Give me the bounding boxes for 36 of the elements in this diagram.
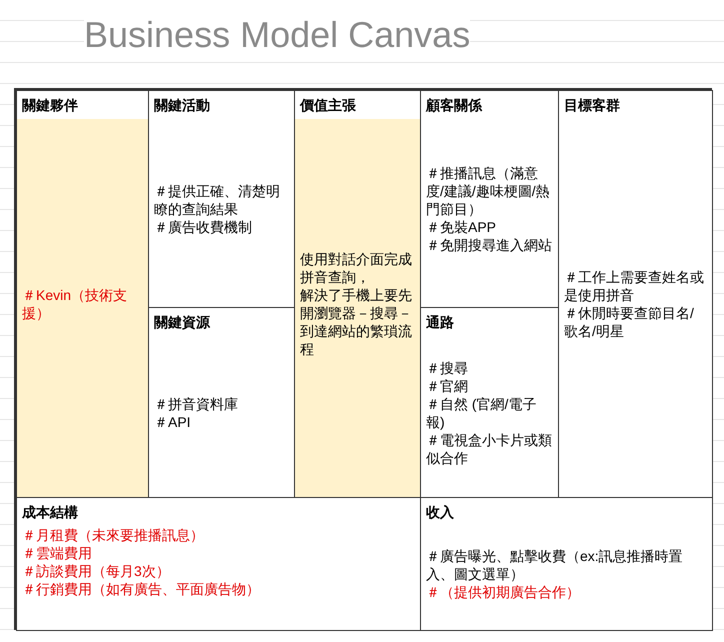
list-item: 使用對話介面完成拼音查詢，	[300, 250, 413, 286]
list-item: ＃免裝APP	[426, 218, 496, 236]
list-item: ＃API	[154, 412, 191, 430]
list-item: 解決了手機上要先開瀏覽器－搜尋－到達網站的繁瑣流程	[300, 286, 413, 358]
section-heading: 成本結構	[20, 503, 79, 522]
list-item: ＃推播訊息（滿意度/建議/趣味梗圖/熱門節目）	[426, 164, 551, 218]
section-heading: 價值主張	[298, 96, 357, 115]
section-heading: 關鍵活動	[153, 96, 211, 115]
list-item: ＃（提供初期廣告合作）	[426, 583, 580, 601]
canvas-section	[420, 497, 713, 631]
canvas-section	[16, 90, 149, 498]
section-heading: 目標客群	[563, 96, 621, 115]
section-heading: 關鍵資源	[153, 313, 212, 332]
list-item: ＃官網	[426, 376, 468, 394]
canvas-section	[16, 497, 421, 631]
section-heading: 關鍵夥伴	[21, 96, 79, 115]
section-heading: 收入	[425, 503, 455, 522]
list-item: ＃雲端費用	[22, 544, 92, 562]
list-item: ＃休閒時要查節目名/歌名/明星	[564, 304, 695, 340]
canvas-section	[558, 90, 713, 498]
list-item: ＃工作上需要查姓名或是使用拼音	[564, 268, 705, 304]
list-item: ＃行銷費用（如有廣告、平面廣告物）	[22, 580, 260, 598]
list-item: ＃提供正確、清楚明瞭的查詢結果	[154, 182, 281, 218]
canvas-section	[294, 90, 421, 498]
list-item: ＃搜尋	[426, 358, 468, 376]
list-item: ＃拼音資料庫	[154, 394, 238, 412]
list-item: ＃自然 (官網/電子報)	[426, 394, 538, 430]
list-item: ＃Kevin（技術支援）	[22, 286, 128, 322]
list-item: ＃月租費（未來要推播訊息）	[22, 526, 204, 544]
list-item: ＃廣告收費機制	[154, 218, 252, 236]
list-item: ＃訪談費用（每月3次）	[22, 562, 170, 580]
section-heading: 顧客關係	[424, 96, 484, 115]
list-item: ＃免開搜尋進入網站	[426, 236, 552, 254]
list-item: ＃電視盒小卡片或類似合作	[426, 430, 553, 466]
list-item: ＃廣告曝光、點擊收費（ex:訊息推播時置入、圖文選單）	[426, 547, 684, 583]
section-heading: 通路	[425, 313, 455, 332]
